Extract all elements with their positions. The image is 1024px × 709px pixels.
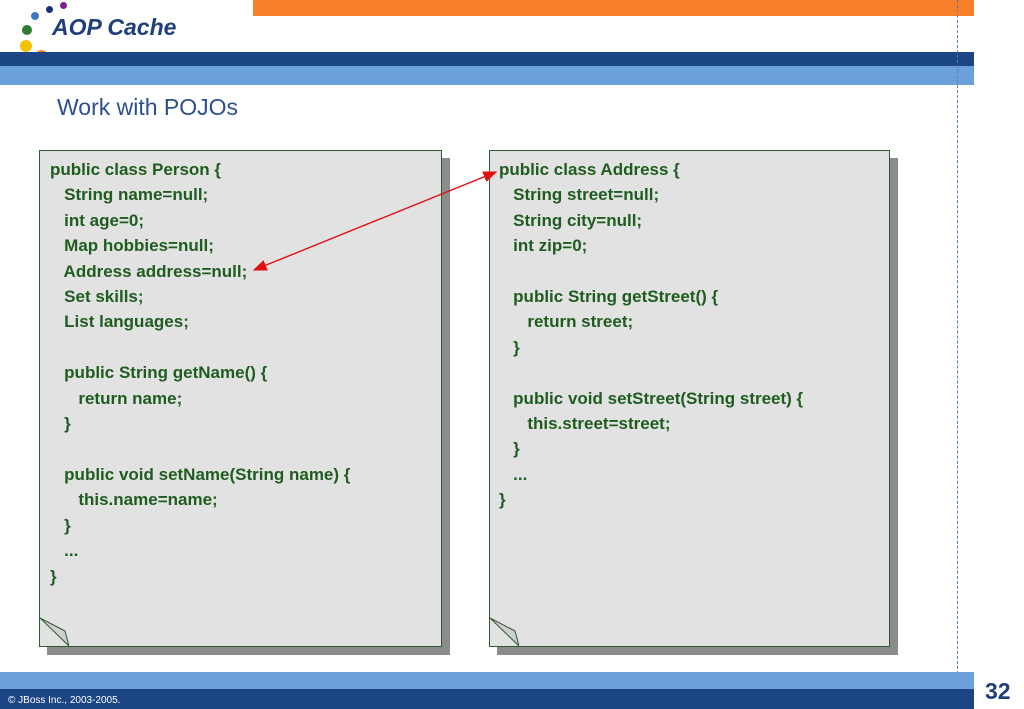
slide-page-number: 32: [985, 678, 1011, 704]
logo-dot-blue: [31, 12, 39, 20]
person-code-box: public class Person { String name=null; …: [39, 150, 442, 647]
address-code-box: public class Address { String street=nul…: [489, 150, 890, 647]
logo-dot-yellow: [20, 40, 32, 52]
header-dark-blue-bar: [0, 52, 974, 66]
person-class-code: public class Person { String name=null; …: [50, 160, 351, 586]
slide-header-title: AOP Cache: [52, 14, 177, 40]
page-fold-corner: [489, 617, 519, 647]
footer-dark-blue-bar: [0, 689, 974, 709]
header-orange-bar: [253, 0, 974, 16]
logo-dot-navy: [46, 6, 53, 13]
page-fold-corner: [39, 617, 69, 647]
slide-subtitle: Work with POJOs: [57, 94, 239, 120]
logo-dot-green: [22, 25, 32, 35]
footer-copyright: © JBoss Inc., 2003-2005.: [8, 695, 121, 706]
address-class-code: public class Address { String street=nul…: [499, 160, 804, 510]
right-dashed-guide: [957, 0, 958, 709]
footer-light-blue-bar: [0, 672, 974, 689]
header-light-blue-bar: [0, 66, 974, 85]
logo-dot-purple: [60, 2, 67, 9]
